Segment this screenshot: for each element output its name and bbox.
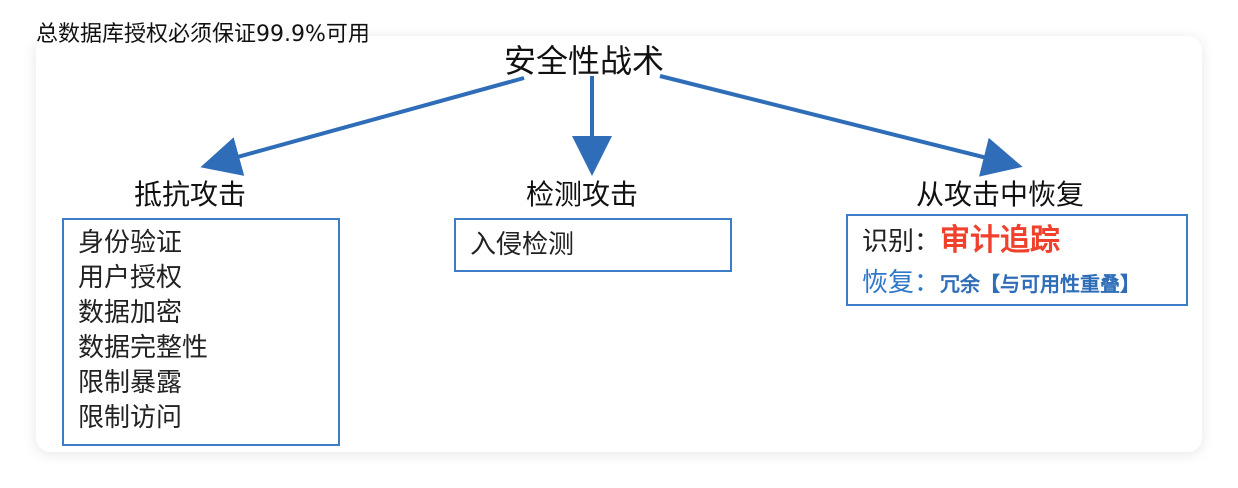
root-title: 安全性战术 [504,42,665,80]
resist-item: 用户授权 [78,263,183,293]
diagram-card: 总数据库授权必须保证99.9%可用 安全性战术 抵抗攻击 身份验证 用户授权 数… [36,24,1202,452]
identify-label: 识别： [862,227,941,257]
arrow-to-recover [659,74,1023,177]
resist-box: 身份验证 用户授权 数据加密 数据完整性 限制暴露 限制访问 [62,218,340,446]
redundancy-value: 冗余【与可用性重叠】 [940,272,1141,296]
detect-box: 入侵检测 [454,218,732,272]
resist-item: 数据加密 [78,298,183,328]
resist-item: 身份验证 [78,228,183,258]
detect-item: 入侵检测 [470,230,575,260]
branch-title-recover: 从攻击中恢复 [916,178,1085,211]
audit-trail-value: 审计追踪 [940,223,1061,258]
recover-label: 恢复： [862,268,941,298]
cropped-top-text: 总数据库授权必须保证99.9%可用 [36,22,370,47]
branch-title-resist: 抵抗攻击 [134,178,247,211]
recover-box: 识别：审计追踪 恢复：冗余【与可用性重叠】 [846,214,1188,306]
resist-item: 数据完整性 [78,333,209,363]
arrow-to-resist [200,76,525,176]
identify-line: 识别：审计追踪 [862,222,1186,264]
resist-item: 限制访问 [78,403,183,433]
recover-line: 恢复：冗余【与可用性重叠】 [862,264,1186,305]
resist-item: 限制暴露 [78,368,183,398]
branch-title-detect: 检测攻击 [526,178,639,211]
